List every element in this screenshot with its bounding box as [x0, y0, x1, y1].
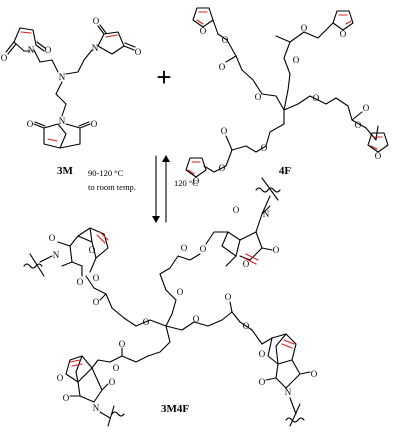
atom-o: O [355, 120, 362, 130]
atom-n-central: N [59, 72, 66, 82]
atom-o: O [109, 377, 116, 387]
atom-n: N [263, 209, 270, 219]
atom-o: O [301, 23, 308, 33]
atom-o: O [261, 143, 268, 153]
atom-o: O [91, 119, 98, 129]
atom-o: O [177, 287, 184, 297]
maleimide-ring-left [5, 27, 46, 55]
oxanorbornene-adduct [265, 333, 311, 389]
atom-o: O [93, 273, 100, 283]
atom-o: O [375, 151, 382, 161]
atom-o: O [219, 163, 226, 173]
atom-o: O [143, 317, 150, 327]
atom-o: O [222, 35, 229, 45]
atom-n: N [285, 387, 292, 397]
atom-o: O [243, 259, 250, 269]
atom-o: O [93, 297, 100, 307]
furan-ring [367, 132, 389, 153]
atom-o: O [311, 369, 318, 379]
atom-o: O [1, 53, 8, 63]
atom-o: O [259, 349, 266, 359]
network-bond [23, 263, 43, 269]
network-bond [285, 417, 305, 423]
atom-o: O [340, 29, 347, 39]
atom-o: O [200, 244, 207, 254]
furan-4f-structure: O O O O O O O O O O O O O O [185, 7, 389, 186]
atom-o: O [273, 245, 280, 255]
atom-o: O [77, 277, 84, 287]
atom-o: O [113, 363, 120, 373]
adduct-3m4f-structure: N O O O O O O O O O O O [23, 177, 318, 427]
atom-o: O [93, 16, 100, 26]
oxanorbornene-adduct [221, 205, 273, 267]
atom-o: O [27, 119, 34, 129]
atom-o: O [63, 393, 70, 403]
plus-sign: + [156, 62, 171, 92]
maleimide-ring-right: N [92, 24, 136, 55]
compound-label-3m: 3M [57, 165, 74, 177]
atom-o: O [57, 373, 64, 383]
atom-o: O [225, 292, 232, 302]
atom-o: O [293, 55, 300, 65]
atom-o: O [259, 377, 266, 387]
atom-o: O [135, 47, 142, 57]
furan-ring [332, 10, 354, 31]
atom-n: N [53, 250, 60, 260]
atom-o: O [243, 321, 250, 331]
atom-o: O [89, 245, 96, 255]
atom-o: O [363, 103, 370, 113]
forward-condition-cooling: to room temp. [88, 182, 136, 192]
reverse-condition-temperature: 120 °C [174, 178, 198, 188]
atom-o: O [119, 339, 126, 349]
maleimide-3m-structure: O O N N N O O N [1, 16, 142, 149]
atom-o: O [181, 243, 188, 253]
forward-condition-temperature: 90-120 °C [88, 168, 124, 178]
atom-o: O [221, 126, 228, 136]
atom-n: N [28, 45, 35, 55]
atom-o: O [313, 93, 320, 103]
atom-o: O [49, 233, 56, 243]
atom-n: N [93, 403, 100, 413]
network-bond [111, 411, 125, 417]
network-bond [255, 187, 281, 193]
reaction-arrows [152, 155, 170, 223]
maleimide-ring-bottom: N [33, 116, 91, 149]
furan-ring [185, 157, 207, 178]
furan-ring [192, 7, 214, 28]
oxanorbornene-adduct [57, 227, 109, 277]
atom-o: O [219, 62, 226, 72]
atom-n: N [92, 43, 99, 53]
atom-o: O [233, 205, 240, 215]
atom-o: O [193, 314, 200, 324]
atom-o: O [193, 176, 200, 186]
atom-o: O [255, 92, 262, 102]
compound-label-4f: 4F [279, 165, 292, 177]
atom-o: O [45, 45, 52, 55]
atom-o: O [200, 26, 207, 36]
oxanorbornene-adduct [65, 355, 109, 403]
atom-n: N [59, 116, 66, 126]
compound-label-3m4f: 3M4F [161, 403, 189, 415]
